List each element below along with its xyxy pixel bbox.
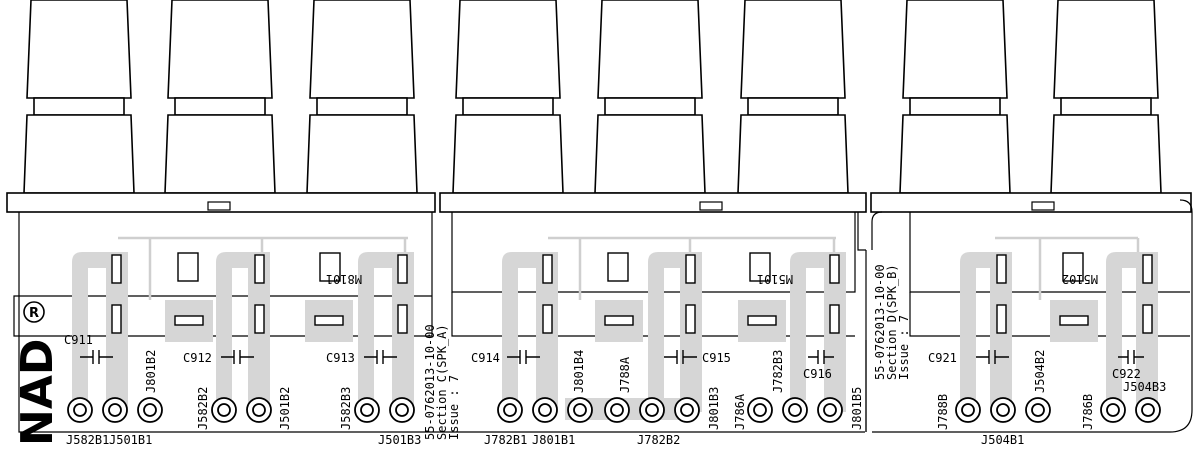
capacitor-symbols <box>80 350 1144 364</box>
terminal-post <box>737 0 849 194</box>
label-j582b2: J582B2 <box>196 387 210 430</box>
label-j582b3: J582B3 <box>339 387 353 430</box>
label-j801b1: J801B1 <box>532 433 575 447</box>
nad-logo: R NAD <box>12 301 63 446</box>
label-j788b: J788B <box>936 394 950 430</box>
section-d-info: 55-0762013-10-00 Section D(SPK_B) Issue … <box>873 264 911 380</box>
terminal-post <box>899 0 1011 194</box>
label-j801b3: J801B3 <box>707 387 721 430</box>
registered-mark-icon <box>23 301 45 323</box>
label-j501b3: J501B3 <box>378 433 421 447</box>
terminal-post <box>1050 0 1162 194</box>
terminal-post <box>306 0 418 194</box>
label-j801b5: J801B5 <box>850 387 864 430</box>
terminal-post <box>164 0 276 194</box>
terminal-post <box>23 0 135 194</box>
terminal-posts <box>23 0 1162 194</box>
label-c911: C911 <box>64 333 93 347</box>
section-d-issue: Issue : 7 <box>897 315 911 380</box>
label-j582b1: J582B1 <box>66 433 109 447</box>
label-j504b1: J504B1 <box>981 433 1024 447</box>
label-c914: C914 <box>471 351 500 365</box>
label-j801b4: J801B4 <box>572 350 586 393</box>
module-label-m8101: M8101 <box>326 272 362 286</box>
section-c-issue: Issue : 7 <box>447 375 461 440</box>
label-j501b2: J501B2 <box>278 387 292 430</box>
jumper-holes <box>67 397 1161 423</box>
label-j786a: J786A <box>733 393 747 430</box>
module-label-m5101: M5101 <box>757 272 793 286</box>
module-labels: M8101 M5101 M5102 <box>326 272 1098 286</box>
logo-text: NAD <box>12 339 63 446</box>
label-c915: C915 <box>702 351 731 365</box>
module-label-m5102: M5102 <box>1062 272 1098 286</box>
label-j504b2: J504B2 <box>1033 350 1047 393</box>
label-c922: C922 <box>1112 367 1141 381</box>
jumper-labels: J582B1 J501B1 J801B2 J582B2 J501B2 J582B… <box>66 350 1166 447</box>
section-d-pcb-number: 55-0762013-10-00 <box>873 264 887 380</box>
label-j782b3: J782B3 <box>771 350 785 393</box>
terminal-post <box>594 0 706 194</box>
label-j782b1: J782B1 <box>484 433 527 447</box>
label-j782b2: J782B2 <box>637 433 680 447</box>
label-c912: C912 <box>183 351 212 365</box>
capacitor-labels: C911 C912 C913 C914 C915 C916 C921 C922 <box>64 333 1141 381</box>
terminal-post <box>452 0 564 194</box>
label-j788a: J788A <box>618 356 632 393</box>
label-c916: C916 <box>803 367 832 381</box>
label-j801b2: J801B2 <box>144 350 158 393</box>
registered-mark-letter: R <box>29 306 39 321</box>
label-c921: C921 <box>928 351 957 365</box>
solder-pads <box>111 252 1153 334</box>
label-c913: C913 <box>326 351 355 365</box>
section-c-name: Section C(SPK_A) <box>435 324 449 440</box>
label-j786b: J786B <box>1081 394 1095 430</box>
section-c-info: 55-0762013-10-00 Section C(SPK_A) Issue … <box>423 324 461 440</box>
section-c-pcb-number: 55-0762013-10-00 <box>423 324 437 440</box>
label-j501b1: J501B1 <box>109 433 152 447</box>
label-j504b3: J504B3 <box>1123 380 1166 394</box>
section-d-name: Section D(SPK_B) <box>885 264 899 380</box>
